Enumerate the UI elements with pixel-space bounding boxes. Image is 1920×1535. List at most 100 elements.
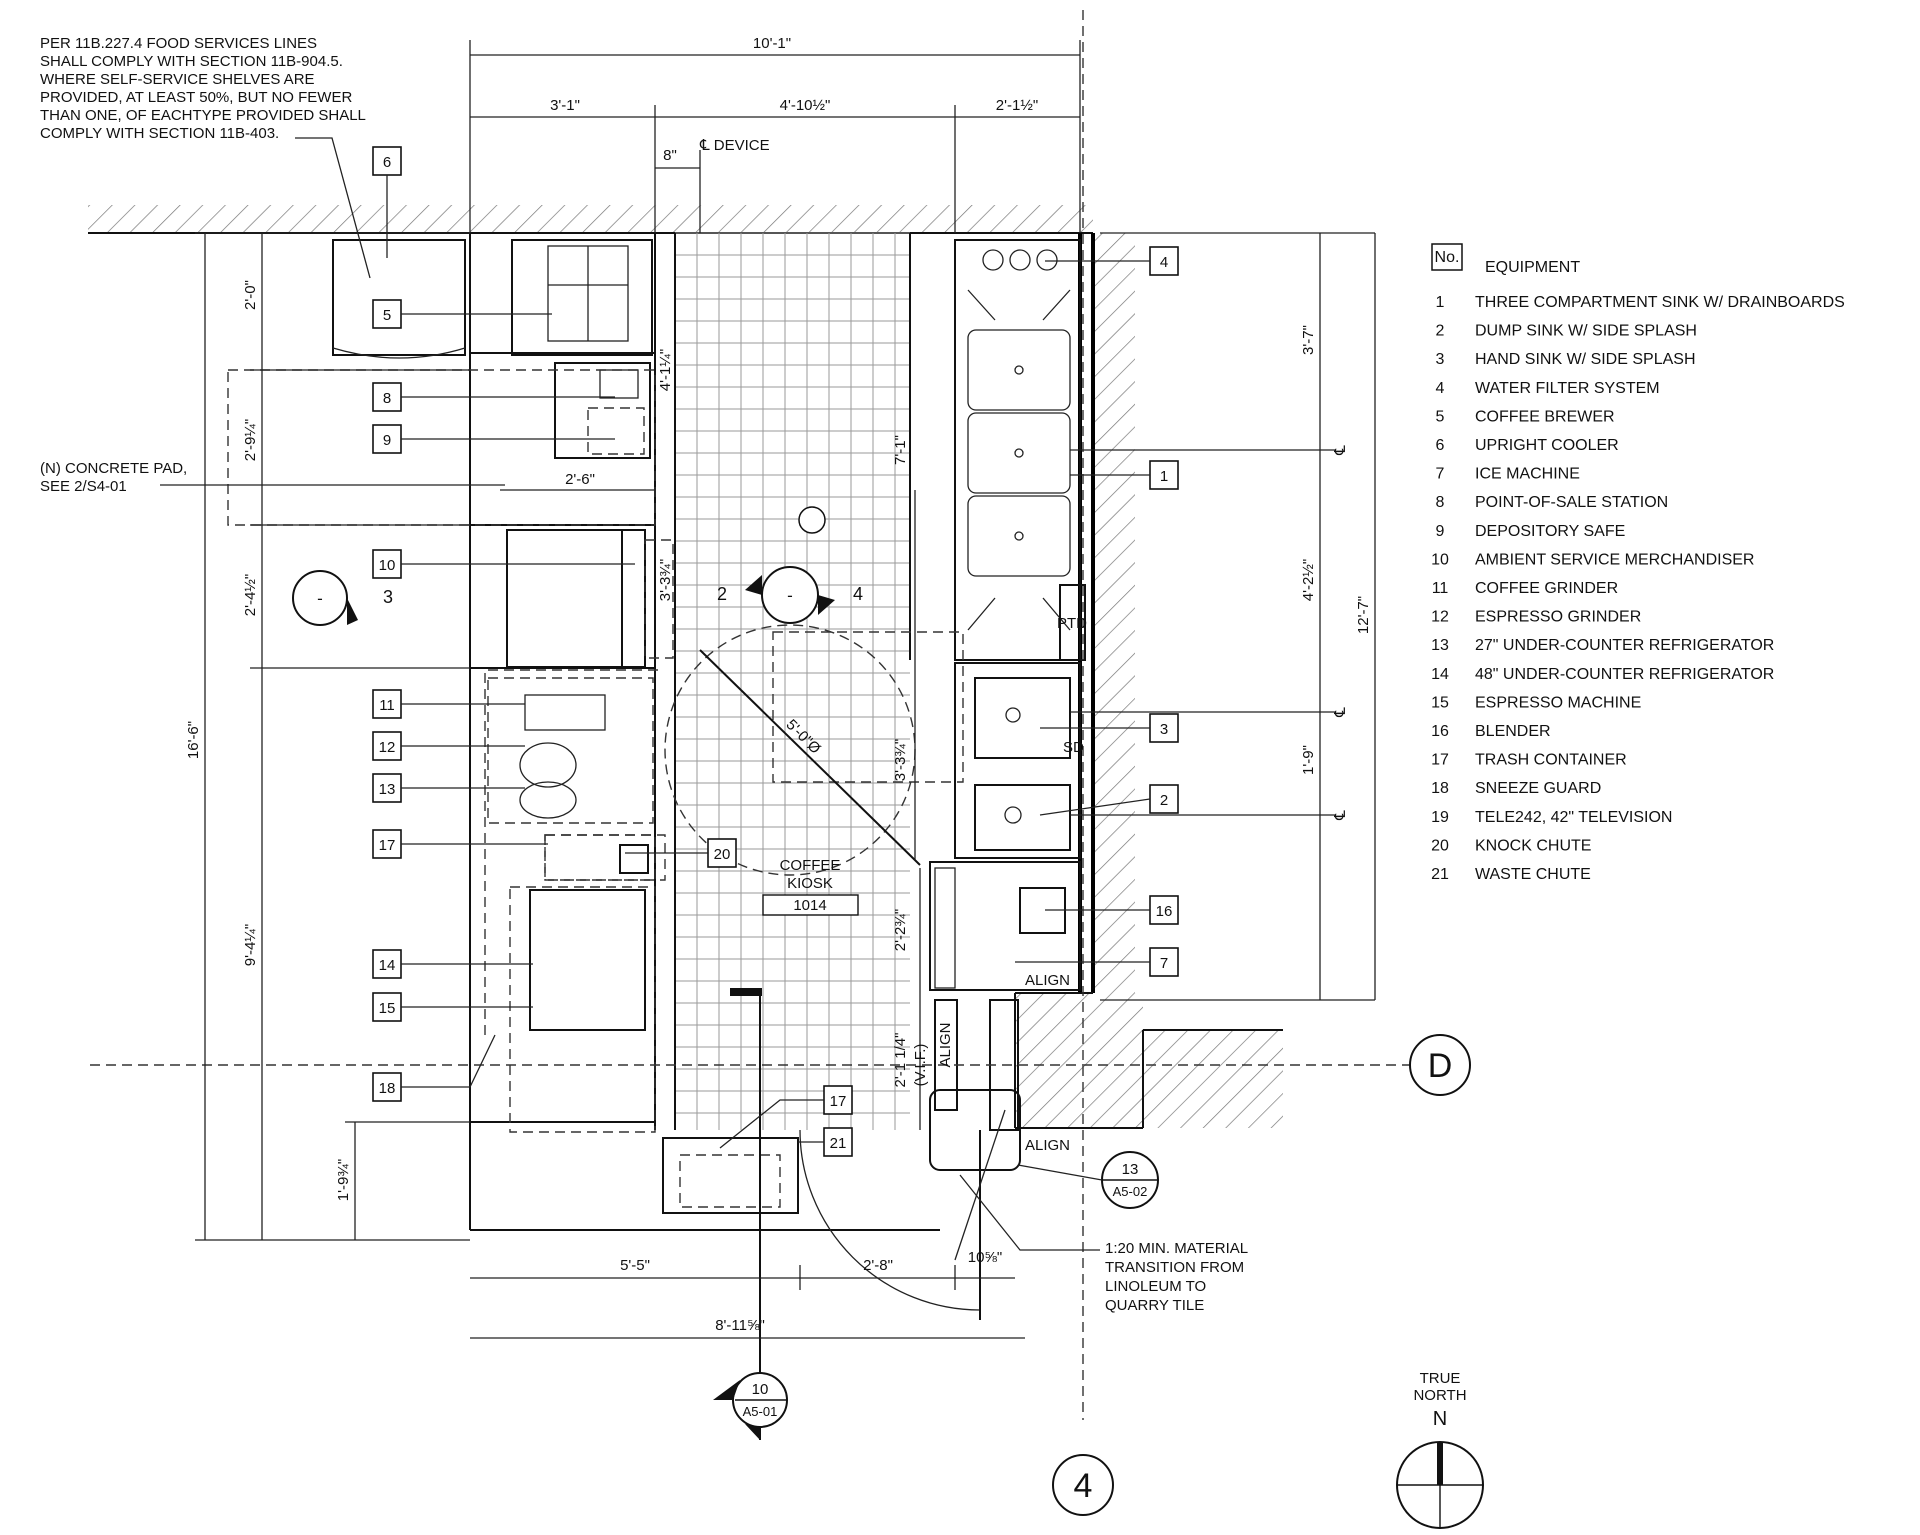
- note-line-3: WHERE SELF-SERVICE SHELVES ARE: [40, 71, 315, 88]
- dim-mid-b: 3'-3¾": [892, 739, 909, 781]
- tile-floor-grid: [674, 232, 910, 1130]
- tag-1: 1: [1160, 468, 1168, 485]
- legend-item-text: ESPRESSO MACHINE: [1475, 694, 1641, 711]
- dim-right-c: 1'-9": [1300, 745, 1317, 775]
- section-24-right: 4: [853, 584, 863, 604]
- section-24-left: 2: [717, 584, 727, 604]
- tag-17a: 17: [379, 837, 396, 854]
- legend-item-text: DUMP SINK W/ SIDE SPLASH: [1475, 323, 1697, 340]
- dim-top-a: 3'-1": [550, 97, 580, 114]
- upright-cooler: [332, 239, 466, 359]
- tag-11: 11: [379, 697, 395, 714]
- ptd-box: [1059, 584, 1086, 661]
- hand-sink: [974, 677, 1071, 759]
- legend-item-number: 14: [1431, 666, 1449, 683]
- note-line-6: COMPLY WITH SECTION 11B-403.: [40, 125, 279, 142]
- sneeze-guard: [484, 669, 660, 1035]
- dim-bottom-c: 10⅝": [968, 1249, 1003, 1266]
- legend-item-text: UPRIGHT COOLER: [1475, 437, 1619, 454]
- detail-13-number: 13: [1122, 1161, 1139, 1178]
- legend-item-number: 6: [1436, 437, 1445, 454]
- legend-item-text: POINT-OF-SALE STATION: [1475, 494, 1668, 511]
- dim-top-overall: 10'-1": [753, 35, 791, 52]
- transition-line-3: LINOLEUM TO: [1105, 1278, 1206, 1295]
- section-3-sheet: -: [317, 589, 323, 608]
- centerline-2: ℄: [1332, 707, 1349, 718]
- legend-item-text: ICE MACHINE: [1475, 466, 1580, 483]
- legend-title: EQUIPMENT: [1485, 259, 1580, 276]
- detail-marker-13: 13 A5-02: [1101, 1151, 1159, 1209]
- tag-10: 10: [379, 557, 396, 574]
- misc-labels: ℄ DEVICE ALIGN ALIGN ALIGN (V.I.F.) PTD …: [699, 137, 1349, 1154]
- dim-device-offset: 8": [663, 147, 677, 164]
- detail-13-sheet: A5-02: [1113, 1184, 1148, 1199]
- door-swing: [799, 1129, 981, 1311]
- detail-10-number: 10: [752, 1381, 769, 1398]
- tag-7: 7: [1160, 955, 1168, 972]
- align-label-3: ALIGN: [937, 1022, 954, 1067]
- north-line-1: TRUE: [1420, 1370, 1461, 1387]
- three-compartment-sink: [967, 249, 1071, 631]
- note-line-1: PER 11B.227.4 FOOD SERVICES LINES: [40, 35, 317, 52]
- tag-16: 16: [1156, 903, 1173, 920]
- tag-14: 14: [379, 957, 396, 974]
- grid-row-label: D: [1428, 1047, 1453, 1085]
- transition-line-2: TRANSITION FROM: [1105, 1259, 1244, 1276]
- clear-floor-space: [772, 631, 964, 783]
- room-label: COFFEE KIOSK 1014: [762, 857, 859, 916]
- dim-left-e: 1'-9¾": [335, 1159, 352, 1201]
- transition-note: 1:20 MIN. MATERIAL TRANSITION FROM LINOL…: [1105, 1240, 1248, 1314]
- room-number: 1014: [793, 897, 826, 914]
- equipment-tags: 6 5 8 9 10 11 12 13 17 14 15 18 20 17 21…: [372, 146, 1179, 1157]
- legend-item-number: 4: [1436, 380, 1445, 397]
- legend-item-text: THREE COMPARTMENT SINK W/ DRAINBOARDS: [1475, 294, 1845, 311]
- legend-item-number: 16: [1431, 723, 1449, 740]
- centerline-1: ℄: [1332, 445, 1349, 456]
- note-leader: [295, 137, 371, 279]
- room-name-1: COFFEE: [780, 857, 841, 874]
- bar-marker: [730, 988, 762, 996]
- section-24-sheet: -: [787, 586, 793, 605]
- sd-label: SD: [1063, 739, 1084, 756]
- legend-item-number: 12: [1431, 609, 1449, 626]
- legend-item-text: TELE242, 42" TELEVISION: [1475, 809, 1672, 826]
- legend-item-text: TRASH CONTAINER: [1475, 752, 1627, 769]
- wall-hatching: [88, 205, 1283, 1128]
- legend-item-number: 18: [1431, 780, 1449, 797]
- tag-5: 5: [383, 307, 391, 324]
- legend-item-number: 19: [1431, 809, 1449, 826]
- north-letter: N: [1433, 1408, 1447, 1430]
- dim-bottom-a: 5'-5": [620, 1257, 650, 1274]
- tag-6: 6: [383, 154, 391, 171]
- legend-item-text: COFFEE BREWER: [1475, 408, 1615, 425]
- device-symbol: [798, 506, 826, 534]
- dim-bottom-b: 2'-8": [863, 1257, 893, 1274]
- legend-item-number: 9: [1436, 523, 1445, 540]
- legend-item-number: 20: [1431, 837, 1449, 854]
- legend-item-number: 1: [1436, 294, 1445, 311]
- tag-20: 20: [714, 846, 731, 863]
- tag-2: 2: [1160, 792, 1168, 809]
- tag-15: 15: [379, 1000, 396, 1017]
- dump-sink: [974, 784, 1071, 851]
- section-3-number: 3: [383, 587, 393, 607]
- dim-mid-d: 2'-1 1/4": [892, 1033, 909, 1088]
- pos-station: [554, 362, 651, 459]
- note-line-2: SHALL COMPLY WITH SECTION 11B-904.5.: [40, 53, 343, 70]
- tag-leaders: [386, 175, 1151, 1149]
- note-line-5: THAN ONE, OF EACHTYPE PROVIDED SHALL: [40, 107, 366, 124]
- legend-item-text: 48" UNDER-COUNTER REFRIGERATOR: [1475, 666, 1774, 683]
- align-label-2: ALIGN: [1025, 1137, 1070, 1154]
- legend-item-text: COFFEE GRINDER: [1475, 580, 1618, 597]
- trash-area: [544, 834, 799, 1214]
- tag-17b: 17: [830, 1093, 847, 1110]
- tag-21: 21: [830, 1135, 847, 1152]
- grid-bubble-d: D: [1409, 1034, 1471, 1096]
- grid-col-label: 4: [1074, 1467, 1093, 1505]
- detail-10-sheet: A5-01: [743, 1404, 778, 1419]
- legend-item-number: 21: [1431, 866, 1449, 883]
- centerline-3: ℄: [1332, 810, 1349, 821]
- legend-item-text: ESPRESSO GRINDER: [1475, 609, 1641, 626]
